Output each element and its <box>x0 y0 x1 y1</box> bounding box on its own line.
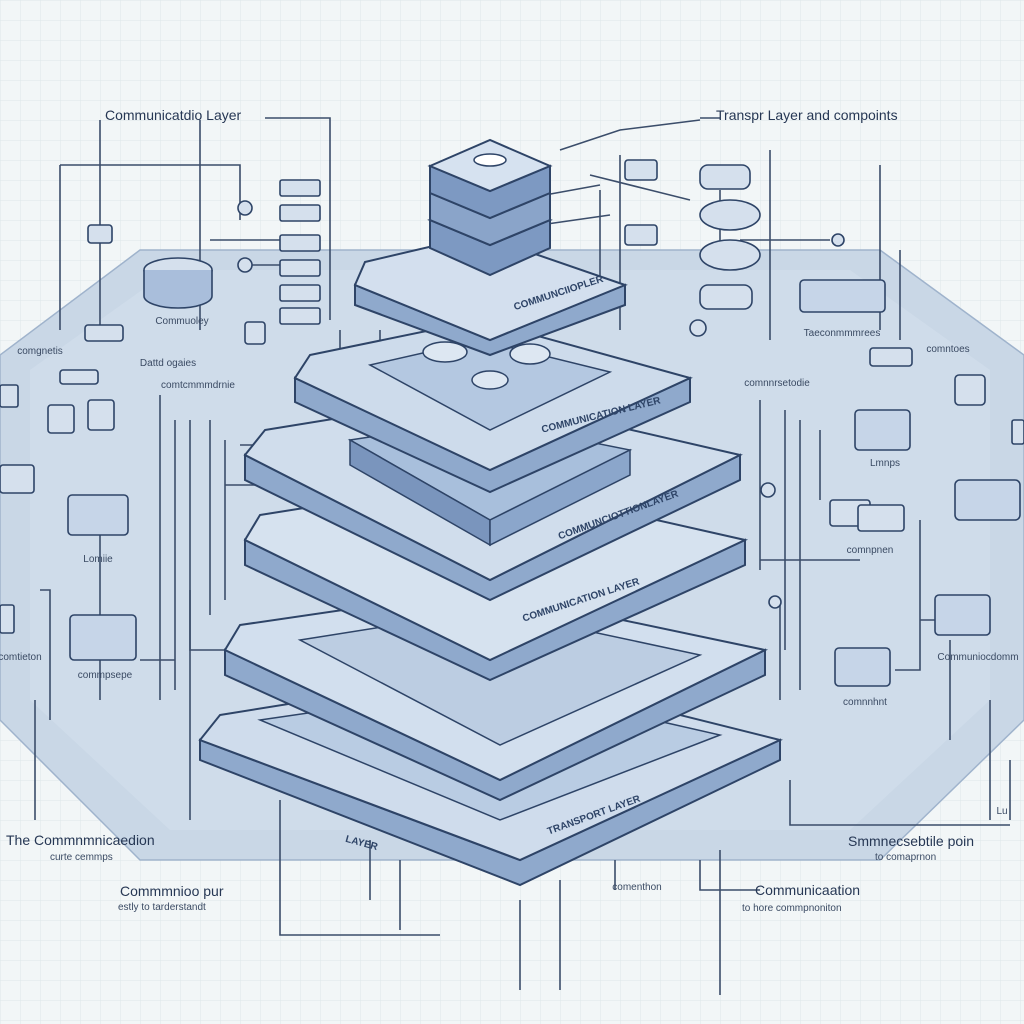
label-top-left: Communicatdio Layer <box>105 107 242 123</box>
label-top-right: Transpr Layer and compoints <box>716 107 898 123</box>
label-bottom-left-2b: estly to tarderstandt <box>118 902 206 913</box>
label-left-4: comtcmmmdrnie <box>161 380 235 391</box>
label-left-5: Lomiie <box>83 554 113 565</box>
label-right-5: comnpnen <box>846 545 894 556</box>
label-bottom-right-1a: Communicaation <box>755 882 861 898</box>
label-bottom-left-1a: The Commnmnicaedion <box>6 832 155 848</box>
label-right-8: Lu <box>996 806 1008 817</box>
label-right-4: Lmnps <box>869 458 901 469</box>
label-bottom-center: comenthon <box>612 882 662 893</box>
label-bottom-right-2b: to comaprnon <box>875 852 937 863</box>
label-left-2: comgnetis <box>17 346 63 357</box>
label-right-7: comnnhnt <box>843 697 887 708</box>
layer-slab-2 <box>293 318 693 494</box>
label-bottom-right-1b: to hore commpnoniton <box>742 903 842 914</box>
label-left-1: Commuoley <box>155 316 209 327</box>
label-right-2: comntoes <box>926 344 970 355</box>
label-left-6: comtieton <box>0 652 42 663</box>
label-right-3: comnnrsetodie <box>744 378 810 389</box>
label-left-7: commpsepe <box>77 670 133 681</box>
label-bottom-left-2a: Commmnioo pur <box>120 883 224 899</box>
label-right-6: Communiocdomm <box>937 652 1019 663</box>
label-right-1: Taeconmmmrees <box>803 328 881 339</box>
left-icons <box>0 179 321 661</box>
label-left-3: Dattd ogaies <box>139 358 197 369</box>
right-icons <box>624 159 1024 687</box>
label-bottom-right-2a: Smmnecsebtile poin <box>848 833 975 849</box>
server-stack <box>427 138 553 277</box>
label-bottom-left-1b: curte cemmps <box>50 852 113 863</box>
